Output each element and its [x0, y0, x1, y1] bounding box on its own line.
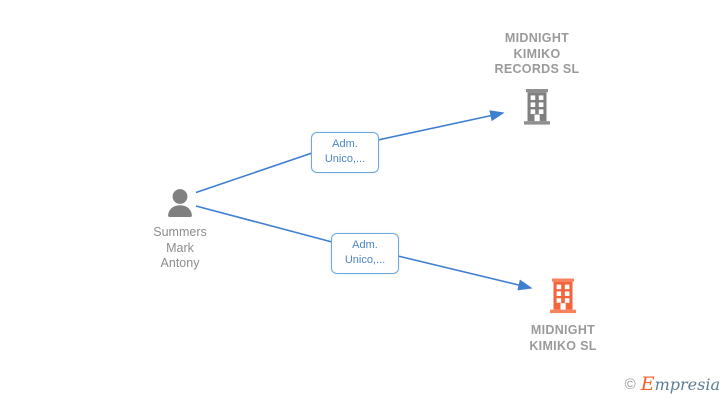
- node-company-midnight-kimiko-records-sl[interactable]: MIDNIGHT KIMIKO RECORDS SL: [452, 31, 622, 130]
- brand-initial: E: [640, 373, 655, 395]
- brand-rest: mpresia: [654, 375, 720, 394]
- node-person-summers-mark-antony[interactable]: Summers Mark Antony: [120, 183, 240, 272]
- edge-person-to-midnight-right: [397, 255, 533, 291]
- edge-label-adm-unico-records[interactable]: Adm. Unico,...: [311, 132, 379, 173]
- node-company-records-title: MIDNIGHT KIMIKO RECORDS SL: [494, 31, 580, 76]
- edge-person-to-records-left: [195, 152, 313, 194]
- edge-person-to-records-right: [377, 110, 505, 141]
- edge-person-to-midnight-left: [195, 205, 333, 243]
- node-person-label: Summers Mark Antony: [153, 225, 207, 270]
- building-icon-gray: [452, 86, 622, 130]
- brand-logo-text: Empresia: [641, 375, 720, 394]
- person-icon: [120, 183, 240, 221]
- empresia-watermark: © Empresia: [625, 375, 720, 394]
- copyright-icon: ©: [624, 376, 636, 393]
- node-company-midnight-kimiko-sl[interactable]: MIDNIGHT KIMIKO SL: [478, 277, 648, 354]
- edge-label-adm-unico-midnight[interactable]: Adm. Unico,...: [331, 233, 399, 274]
- node-company-midnight-title: MIDNIGHT KIMIKO SL: [529, 323, 597, 353]
- building-icon-orange: [478, 277, 648, 317]
